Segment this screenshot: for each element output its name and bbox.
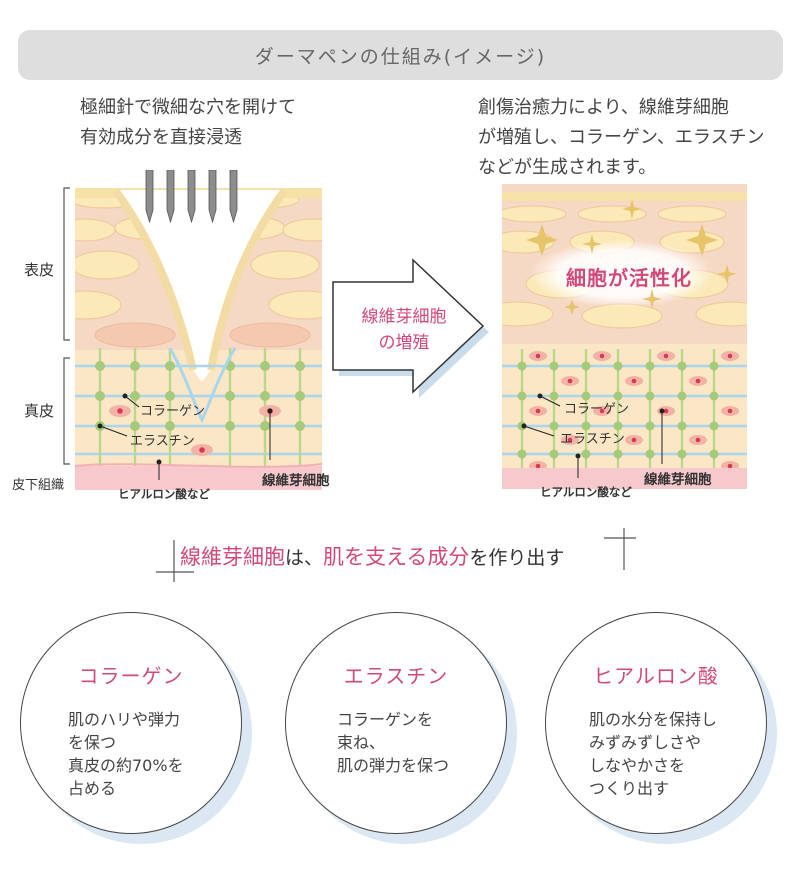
skin-diagram-after [502, 184, 747, 489]
headline-frame [156, 528, 636, 582]
hyaluronic-desc: 肌の水分を保持し みずみずしさや しなやかさを つくり出す [589, 710, 718, 798]
label-elastin-right: エラスチン [560, 432, 625, 447]
elastin-desc: コラーゲンを 束ね、 肌の弾力を保つ [337, 710, 450, 775]
left-caption: 極細針で微細な穴を開けて 有効成分を直接浸透 [80, 97, 296, 148]
label-collagen-left: コラーゲン [140, 404, 206, 419]
headline: 線維芽細胞は、肌を支える成分を作り出す [180, 541, 564, 571]
label-hyaluronic-left: ヒアルロン酸など [118, 487, 210, 501]
label-epidermis: 表皮 [24, 261, 55, 279]
collagen-title: コラーゲン [78, 664, 184, 688]
collagen-desc: 肌のハリや弾力 を保つ 真皮の約70%を 占める [68, 710, 184, 798]
headline-tail: を作り出す [469, 547, 565, 569]
needles [145, 170, 238, 224]
cell-activation-label: 細胞が活性化 [566, 266, 692, 290]
layer-bracket [63, 187, 70, 465]
right-caption: 創傷治癒力により、線維芽細胞 が増殖し、コラーゲン、エラスチン などが生成されま… [478, 97, 765, 178]
page-title: ダーマペンの仕組み(イメージ) [18, 30, 783, 80]
skin-diagram-before [75, 170, 322, 490]
headline-fibroblast: 線維芽細胞 [180, 545, 285, 569]
headline-components: 肌を支える成分 [323, 545, 470, 569]
label-dermis: 真皮 [24, 402, 55, 420]
arrow-label: 線維芽細胞 の増殖 [361, 307, 447, 353]
elastin-card: エラスチン コラーゲンを 束ね、 肌の弾力を保つ [285, 612, 517, 844]
label-fibroblast-right: 線維芽細胞 [644, 472, 712, 488]
hyaluronic-title: ヒアルロン酸 [593, 664, 719, 688]
elastin-title: エラスチン [343, 664, 449, 688]
label-fibroblast-left: 線維芽細胞 [262, 473, 330, 489]
hyaluronic-card: ヒアルロン酸 肌の水分を保持し みずみずしさや しなやかさを つくり出す [545, 612, 777, 844]
label-hyaluronic-right: ヒアルロン酸など [540, 485, 632, 499]
label-elastin-left: エラスチン [130, 434, 195, 449]
collagen-card: コラーゲン 肌のハリや弾力 を保つ 真皮の約70%を 占める [20, 612, 252, 844]
label-subcutaneous: 皮下組織 [12, 478, 65, 493]
headline-particle: は、 [285, 547, 324, 569]
label-collagen-right: コラーゲン [564, 402, 630, 417]
proliferation-arrow [332, 258, 489, 398]
